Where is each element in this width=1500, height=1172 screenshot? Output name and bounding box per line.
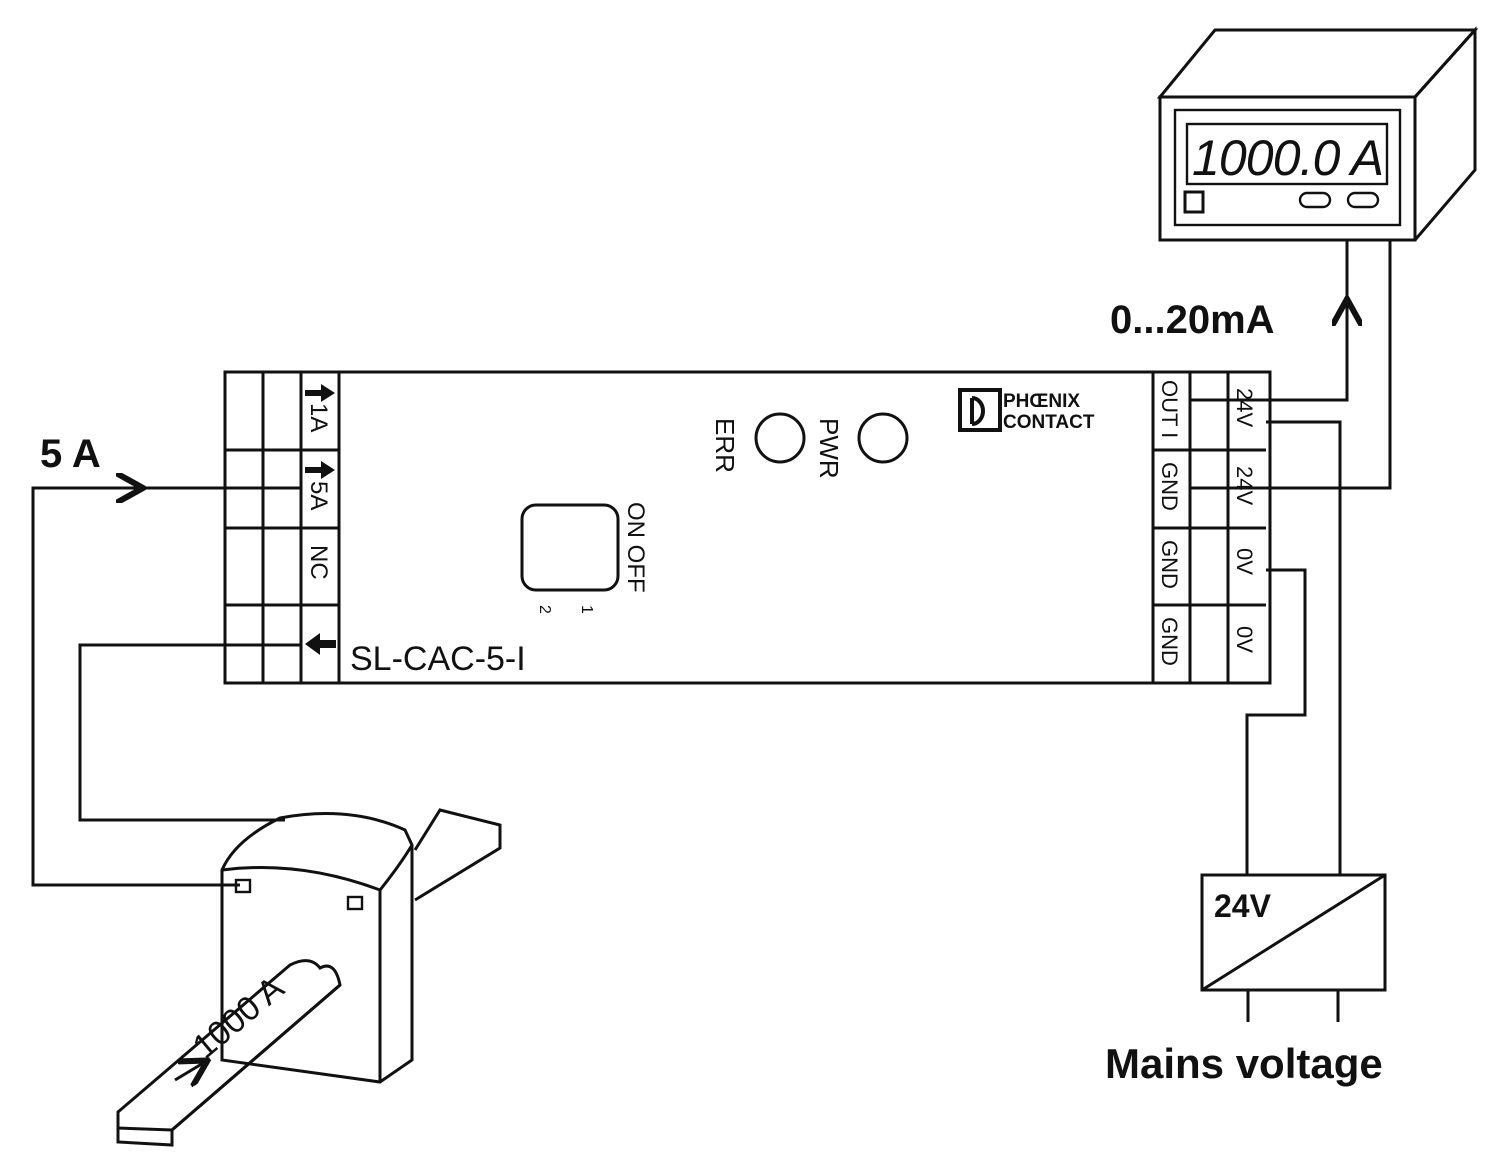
switch-label: ON OFF (622, 502, 649, 593)
signal-conditioner-module: 1A 5A NC SL-CAC-5-I ON OFF 1 2 ERR PWR P… (223, 370, 1272, 685)
mains-voltage-label: Mains voltage (1105, 1040, 1383, 1087)
dip-switch[interactable] (520, 503, 620, 592)
psu-voltage-label: 24V (1214, 888, 1272, 924)
logo-text-1: PHŒNIX (1003, 391, 1080, 412)
terminal-label-24v: 24V (1232, 388, 1257, 427)
phoenix-contact-logo: PHŒNIX CONTACT (958, 388, 1095, 433)
terminal-label-gnd: GND (1157, 462, 1182, 511)
switch-pos-1: 1 (578, 605, 595, 614)
err-label: ERR (710, 418, 740, 473)
input-arrow-icon (305, 384, 335, 402)
meter-button[interactable] (1346, 191, 1380, 209)
logo-text-2: CONTACT (1003, 412, 1095, 433)
pwr-led (857, 412, 909, 464)
meter-display: 1000.0 A (1192, 130, 1384, 186)
primary-current-label: 1000 A (186, 969, 292, 1066)
panel-meter: 1000.0 A (1156, 26, 1479, 242)
input-arrow-icon (305, 461, 335, 479)
terminal-label-gnd: GND (1157, 617, 1182, 666)
output-wiring (1190, 240, 1392, 875)
terminal-label-0v: 0V (1232, 626, 1257, 653)
meter-logo-icon (1183, 190, 1205, 214)
input-wiring (31, 488, 301, 887)
terminal-label-1a: 1A (305, 403, 332, 432)
switch-pos-2: 2 (536, 605, 553, 614)
terminal-label-gnd: GND (1157, 540, 1182, 589)
right-terminal-block: OUT I GND GND GND 24V 24V 0V 0V (1151, 372, 1266, 683)
output-arrow-icon (305, 633, 336, 655)
output-signal-label: 0...20mA (1110, 298, 1275, 342)
terminal-label-24v: 24V (1232, 466, 1257, 505)
terminal-label-nc: NC (305, 545, 332, 580)
input-current-label: 5 A (40, 432, 101, 476)
err-led (754, 412, 806, 464)
meter-button[interactable] (1298, 191, 1332, 209)
terminal-label-5a: 5A (305, 481, 332, 510)
terminal-label-out-i: OUT I (1157, 380, 1182, 438)
pwr-label: PWR (814, 418, 844, 479)
power-supply: 24V (1200, 873, 1387, 1022)
left-terminal-block: 1A 5A NC (225, 372, 341, 683)
terminal-label-0v: 0V (1232, 548, 1257, 575)
model-label: SL-CAC-5-I (350, 640, 526, 678)
current-transformer: 1000 A (116, 808, 502, 1147)
